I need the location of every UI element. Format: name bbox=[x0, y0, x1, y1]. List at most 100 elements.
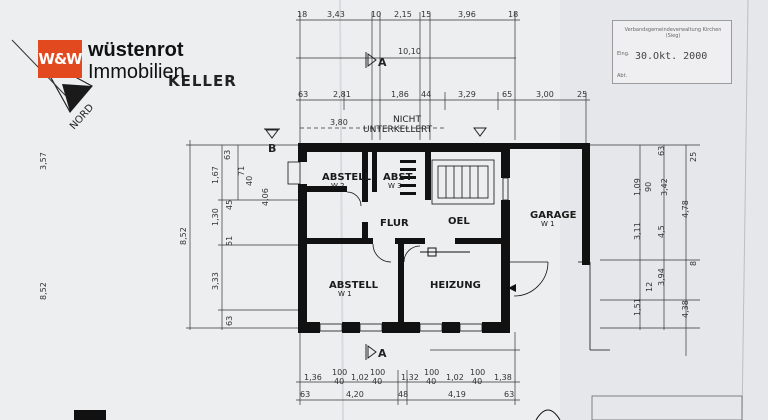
dim-label: 1,30 bbox=[211, 208, 220, 226]
dim-label: 1,32 bbox=[401, 373, 419, 382]
room-sub: W 2 bbox=[331, 182, 345, 190]
unexcavated-label-2: UNTERKELLERT bbox=[363, 125, 433, 135]
dim-total-width: 10,10 bbox=[398, 47, 421, 56]
bottom-dimension-lines bbox=[296, 332, 520, 405]
section-marker-right bbox=[473, 127, 487, 137]
brand-logo: W&W wüstenrot Immobilien bbox=[38, 40, 185, 82]
dim-label: 8,52 bbox=[39, 282, 48, 300]
dim-label: 40 bbox=[334, 377, 344, 386]
bottom-dim-row-1: 1,36 100 40 1,02 100 40 1,32 100 40 1,02… bbox=[304, 368, 512, 386]
dim-label: 1,02 bbox=[351, 373, 369, 382]
room-name: FLUR bbox=[380, 218, 409, 229]
received-stamp: Verbandsgemeindeverwaltung Kirchen (Sieg… bbox=[612, 20, 732, 84]
brand-mark-text: W&W bbox=[38, 50, 82, 68]
dim-label: 3,33 bbox=[211, 272, 220, 290]
left-dimension-lines bbox=[186, 140, 300, 330]
window-openings bbox=[298, 162, 510, 333]
window-frames bbox=[287, 161, 509, 332]
dim-label: 40 bbox=[372, 377, 382, 386]
heating-pipe bbox=[420, 247, 470, 257]
dim-label: 1,86 bbox=[391, 90, 409, 99]
dim-label: 63 bbox=[298, 90, 308, 99]
dim-label: 3,42 bbox=[660, 178, 669, 196]
dim-label: 71 bbox=[237, 166, 246, 176]
dim-label: 12 bbox=[645, 282, 654, 292]
dim-label: 4,19 bbox=[448, 390, 466, 399]
dim-label: 3,57 bbox=[39, 152, 48, 170]
brand-division: Immobilien bbox=[88, 61, 185, 83]
room-sub: W 3 bbox=[388, 182, 402, 190]
walls bbox=[298, 143, 590, 333]
door-swings bbox=[346, 191, 610, 351]
right-dimension-lines bbox=[580, 144, 700, 356]
dim-label: 25 bbox=[689, 152, 698, 162]
brand-logo-mark: W&W bbox=[38, 40, 83, 78]
dim-label: 18 bbox=[297, 10, 307, 19]
room-name: OEL bbox=[448, 216, 470, 227]
dim-label: 3,00 bbox=[536, 90, 554, 99]
dim-label: 2,15 bbox=[394, 10, 412, 19]
dim-label: 100 bbox=[470, 368, 485, 377]
top-dimension-lines bbox=[296, 12, 590, 150]
dim-label: 40 bbox=[426, 377, 436, 386]
page-edge-mark bbox=[591, 395, 743, 420]
dim-label: 8,52 bbox=[179, 227, 188, 245]
room-sub: W 1 bbox=[541, 220, 555, 228]
room-name: ABSTELL bbox=[329, 280, 379, 291]
dim-label: 8 bbox=[689, 261, 698, 266]
dim-label: 1,36 bbox=[304, 373, 322, 382]
bottom-dim-row-2: 63 4,20 48 4,19 63 bbox=[300, 390, 514, 399]
unexcavated-label-1: NICHT bbox=[393, 115, 421, 125]
dim-label: 100 bbox=[370, 368, 385, 377]
brand-name: wüstenrot bbox=[88, 39, 184, 61]
dim-label: 44 bbox=[421, 90, 431, 99]
page-edge-mark bbox=[535, 409, 561, 420]
dim-label: 1,02 bbox=[446, 373, 464, 382]
dim-label: 63 bbox=[300, 390, 310, 399]
section-letter: A bbox=[378, 347, 387, 360]
room-name: ABSTELL bbox=[322, 172, 372, 183]
dim-label: 4,78 bbox=[681, 200, 690, 218]
dim-label: 4,20 bbox=[346, 390, 364, 399]
brand-logo-text: wüstenrot Immobilien bbox=[88, 40, 185, 82]
stamp-date: 30.Okt. 2000 bbox=[635, 51, 708, 62]
dim-label: 63 bbox=[225, 316, 234, 326]
dim-label: 51 bbox=[225, 236, 234, 246]
stairs bbox=[431, 159, 495, 205]
stamp-received-label: Eing. bbox=[617, 51, 630, 57]
dim-label: 2,81 bbox=[333, 90, 351, 99]
section-marker-bottom: A bbox=[365, 344, 387, 360]
dim-label: 4,06 bbox=[261, 188, 270, 206]
plan-title: KELLER bbox=[168, 72, 237, 90]
dim-label: 25 bbox=[577, 90, 587, 99]
section-marker-top: A bbox=[365, 52, 387, 69]
dim-label: 1,09 bbox=[633, 178, 642, 196]
dim-label: 4,38 bbox=[681, 300, 690, 318]
dim-label: 3,11 bbox=[633, 222, 642, 240]
stamp-authority: Verbandsgemeindeverwaltung Kirchen (Sieg… bbox=[624, 27, 722, 39]
top-dim-row-2: 63 2,81 1,86 44 3,29 65 3,00 25 bbox=[298, 90, 587, 99]
page-edge-mark bbox=[74, 410, 106, 420]
dim-label: 65 bbox=[502, 90, 512, 99]
dim-label: 15 bbox=[421, 10, 431, 19]
dim-label: 4,5 bbox=[657, 225, 666, 238]
section-letter: B bbox=[268, 142, 276, 155]
dim-label: 3,43 bbox=[327, 10, 345, 19]
dim-label: 63 bbox=[657, 146, 666, 156]
section-letter: A bbox=[378, 56, 387, 69]
room-sub: W 1 bbox=[338, 290, 352, 298]
dim-label: 40 bbox=[472, 377, 482, 386]
arrow-mark bbox=[508, 284, 516, 292]
dim-label: 3,94 bbox=[657, 268, 666, 286]
stair-hatching bbox=[400, 160, 416, 195]
right-dim-labels: 63 1,09 90 3,42 4,78 3,11 4,5 3,94 8 1,5… bbox=[633, 146, 698, 318]
dim-label: 10 bbox=[371, 10, 381, 19]
dim-label: 63 bbox=[504, 390, 514, 399]
dim-label: 1,51 bbox=[633, 298, 642, 316]
dim-label: 3,29 bbox=[458, 90, 476, 99]
dim-label: 100 bbox=[424, 368, 439, 377]
top-dim-row-1: 18 3,43 10 2,15 15 3,96 18 bbox=[297, 10, 518, 19]
room-name: HEIZUNG bbox=[430, 280, 481, 291]
